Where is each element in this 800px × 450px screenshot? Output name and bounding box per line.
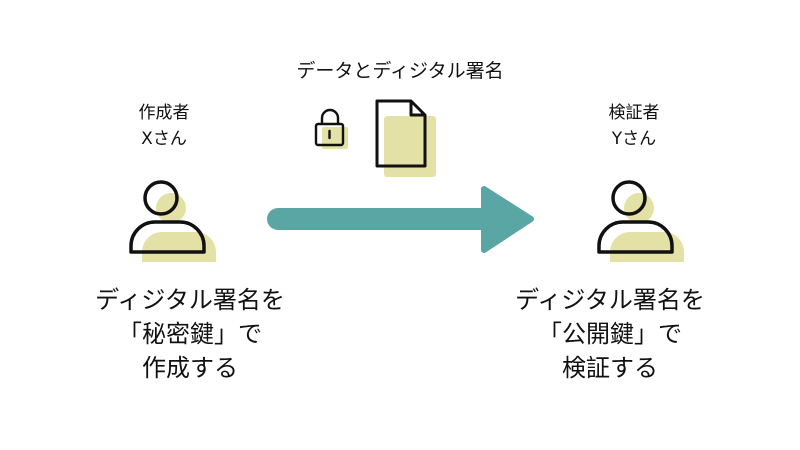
verifier-description: ディジタル署名を 「公開鍵」で 検証する <box>460 283 760 385</box>
creator-role-label: 作成者 Xさん <box>64 100 264 152</box>
creator-person-icon <box>129 180 216 262</box>
creator-name: Xさん <box>141 129 187 149</box>
creator-role: 作成者 <box>138 103 190 123</box>
creator-desc-line1: ディジタル署名を <box>95 286 285 314</box>
verifier-desc-line1: ディジタル署名を <box>515 286 705 314</box>
creator-desc-line2: 「秘密鍵」で <box>118 320 262 348</box>
creator-desc-line3: 作成する <box>142 354 238 382</box>
verifier-role: 検証者 <box>608 103 660 123</box>
verifier-role-label: 検証者 Yさん <box>534 100 734 152</box>
data-and-signature-label: データとディジタル署名 <box>296 60 504 82</box>
arrow-right-icon <box>267 186 534 253</box>
verifier-person-icon <box>597 180 684 262</box>
verifier-desc-line3: 検証する <box>562 354 658 382</box>
verifier-name: Yさん <box>611 129 657 149</box>
lock-icon <box>314 108 348 149</box>
document-icon <box>375 99 436 177</box>
creator-description: ディジタル署名を 「秘密鍵」で 作成する <box>40 283 340 385</box>
verifier-desc-line2: 「公開鍵」で <box>538 320 682 348</box>
